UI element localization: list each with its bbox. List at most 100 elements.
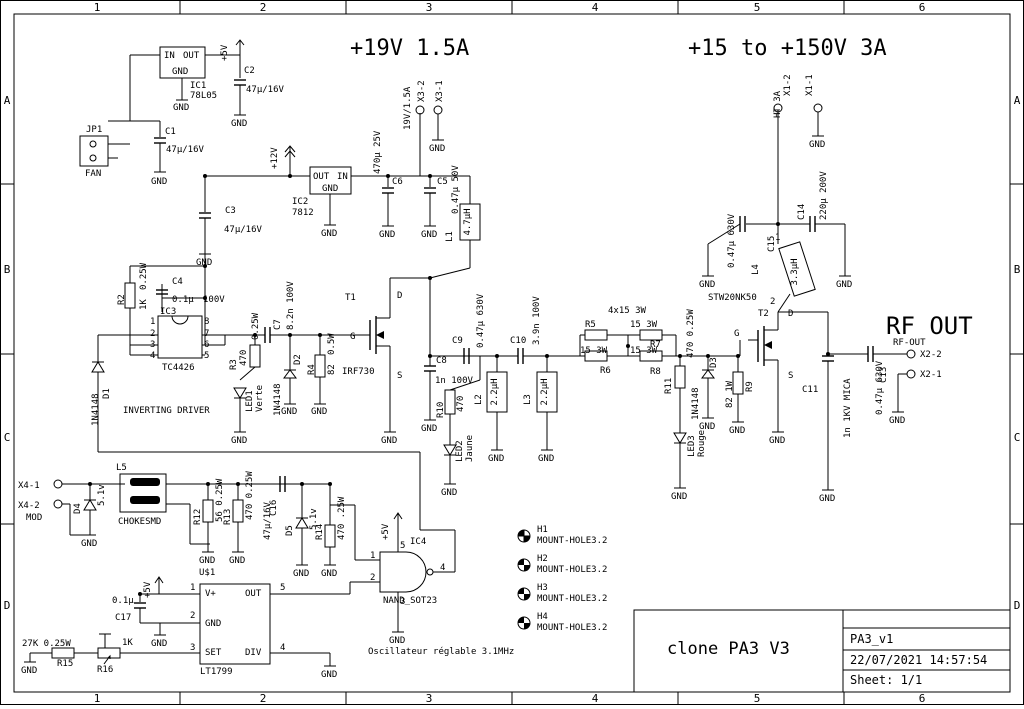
component-label: L2 (474, 394, 484, 405)
component-label: C3 (225, 206, 236, 216)
component-label: V+ (205, 589, 216, 599)
component-label: C8 (436, 356, 447, 366)
component-label: C17 (115, 613, 131, 623)
component-label: GND (321, 229, 337, 239)
component-label: 1K (139, 299, 149, 310)
component-label: L1 (445, 231, 455, 242)
component-label: C15 (767, 236, 777, 252)
component-label: 82 1W (725, 380, 735, 408)
row-label: C (4, 431, 11, 444)
component-label: 5.1v (97, 484, 107, 506)
component-label: CHOKESMD (118, 517, 161, 527)
component-label: C9 (452, 336, 463, 346)
component-label: Jaune (465, 435, 475, 462)
component-label: 8.2n 100V (286, 281, 296, 330)
component-label: 8 (204, 317, 209, 327)
component-label: C14 (797, 204, 807, 220)
component-label: MOUNT-HOLE3.2 (537, 565, 607, 575)
component-label: R16 (97, 665, 113, 675)
component-label: HT 3A (773, 90, 783, 118)
component-label: GND (441, 488, 457, 498)
component-label: 470 .25W (337, 496, 347, 540)
component-label: 2 (190, 611, 195, 621)
col-label: 3 (426, 1, 433, 14)
component-label: GND (421, 230, 437, 240)
component-label: 15 3W (630, 346, 658, 356)
component-label: G (734, 329, 739, 339)
component-label: Rouge (697, 430, 707, 457)
component-label: GND (699, 422, 715, 432)
inductor-l4 (778, 241, 816, 297)
component-label: GND (151, 639, 167, 649)
mount-holes: H1 MOUNT-HOLE3.2 H2 MOUNT-HOLE3.2 H3 MOU… (517, 525, 607, 633)
component-label: 0.47µ 50V (451, 165, 461, 214)
component-label: GND (173, 103, 189, 113)
component-label: GND (293, 569, 309, 579)
component-label: GND (889, 416, 905, 426)
component-label: D1 (102, 388, 112, 399)
component-label: GND (729, 426, 745, 436)
regulator-ic1: IN OUT GND IC1 78L05 GND (129, 46, 240, 121)
component-label: IC3 (160, 307, 176, 317)
component-label: 5.1v (309, 508, 319, 530)
component-label: MOUNT-HOLE3.2 (537, 594, 607, 604)
component-label: 82 (327, 364, 337, 375)
component-label: GND (151, 177, 167, 187)
component-label: GND (321, 670, 337, 680)
component-label: 2.2µH (490, 378, 500, 405)
component-label: 0.5W (327, 333, 337, 355)
component-label: GND (199, 556, 215, 566)
component-label: X3-1 (435, 80, 445, 102)
component-label: H4 (537, 612, 548, 622)
col-label: 4 (592, 692, 599, 705)
component-label: SET (205, 648, 222, 658)
component-label: C13 (879, 367, 889, 383)
component-label: MOD (26, 513, 42, 523)
component-label: 27K 0.25W (22, 639, 71, 649)
component-label: R11 (664, 378, 674, 394)
component-label: GND (311, 407, 327, 417)
component-label: JP1 (86, 125, 102, 135)
component-label: L4 (751, 264, 761, 275)
component-label: GND (699, 280, 715, 290)
component-label: 1N4148 (691, 387, 701, 420)
component-label: 4 (280, 643, 285, 653)
component-label: IRF730 (342, 367, 375, 377)
component-label: R14 (315, 524, 325, 540)
component-label: GND (836, 280, 852, 290)
component-label: D3 (709, 357, 719, 368)
component-label: 1N4148 (273, 383, 283, 416)
resistor-r12 (202, 499, 214, 523)
component-label: +12V (270, 147, 280, 169)
component-label: GND (81, 539, 97, 549)
component-label: GND (538, 454, 554, 464)
component-label: 470 (456, 396, 466, 412)
component-label: T1 (345, 293, 356, 303)
component-label: 2.2µH (540, 378, 550, 405)
main-supply-heading: +19V 1.5A (350, 36, 469, 61)
component-label: GND (196, 258, 212, 268)
component-label: S (397, 371, 402, 381)
nand-gate-ic4: +5V GND IC4 NAND_SOT23 1 2 4 5 3 (350, 512, 456, 646)
component-label: GND (819, 494, 835, 504)
component-label: 4.7µH (463, 208, 473, 235)
component-label: R3 (229, 359, 239, 370)
component-label: OUT (183, 51, 200, 61)
component-label: GND (809, 140, 825, 150)
component-label: D2 (293, 354, 303, 365)
component-label: 0.47µ 630V (476, 293, 486, 348)
component-label: 2 (370, 573, 375, 583)
component-label: GND (231, 119, 247, 129)
component-label: 0.1µ (112, 596, 134, 606)
component-label: 3.9n 100V (532, 296, 542, 345)
component-label: R8 (650, 367, 661, 377)
col-label: 5 (754, 1, 761, 14)
component-label: 0.47µ 630V (727, 213, 737, 268)
component-label: GND (671, 492, 687, 502)
component-label: X1-2 (783, 74, 793, 96)
sheet-number: Sheet: 1/1 (850, 673, 922, 687)
component-label: R9 (745, 381, 755, 392)
component-label: 1 (190, 583, 195, 593)
component-label: INVERTING DRIVER (123, 406, 210, 416)
component-label: R13 (223, 509, 233, 525)
